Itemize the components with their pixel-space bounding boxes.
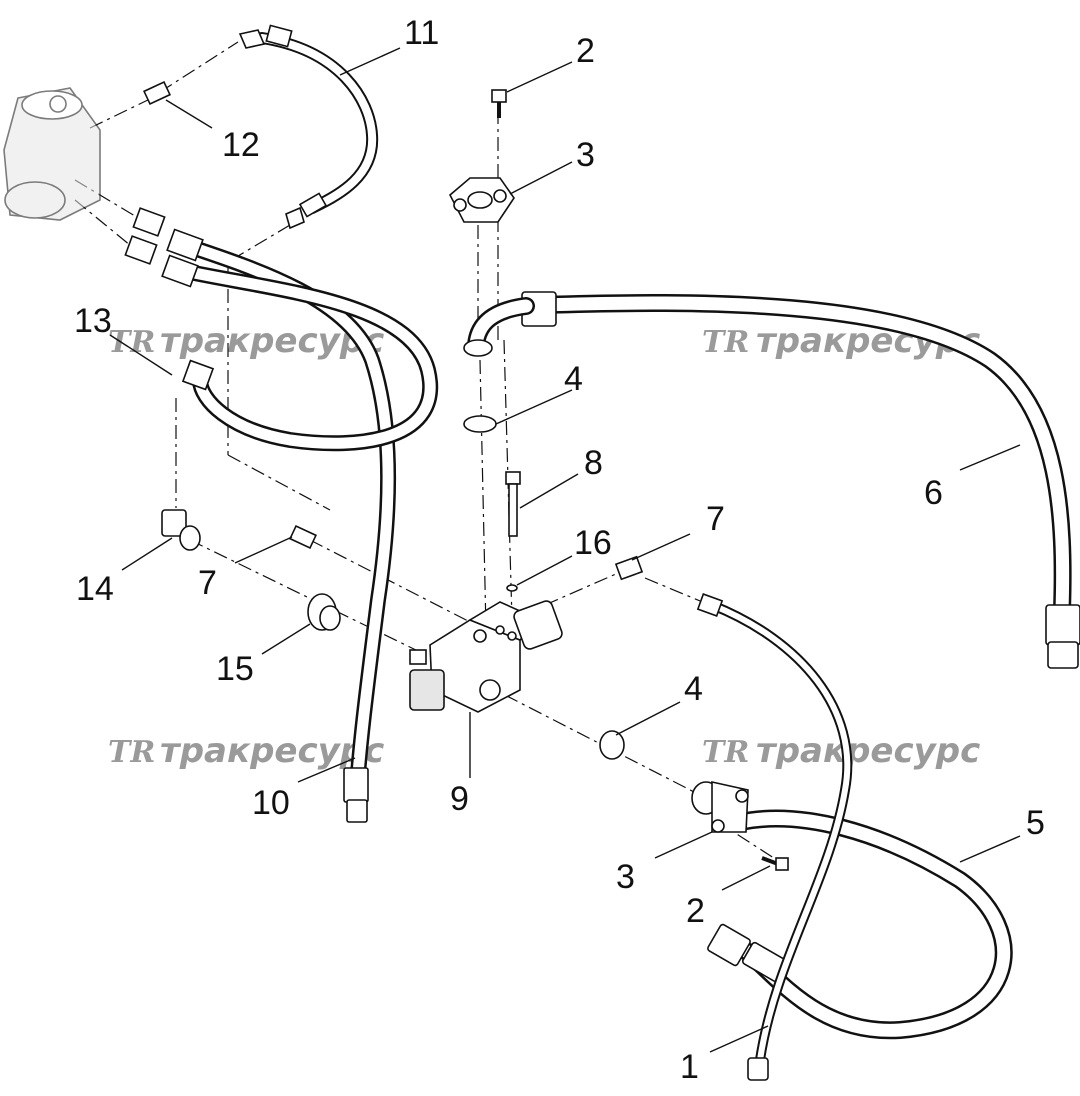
o-ring-4-top [463,415,497,433]
watermark-logo: TR [108,735,155,770]
bolt-2-bottom [761,856,789,871]
watermark-bottom-right: TR тракресурс [702,731,980,771]
callout-2-bottom: 2 [686,892,705,930]
callouts: 11 12 2 3 4 8 13 14 7 15 16 7 6 10 9 4 3… [74,14,1045,1086]
plug-13 [307,593,341,631]
callout-7-right: 7 [706,500,725,538]
hose-6 [463,291,1080,669]
hose-9 [238,24,379,230]
fitting-orbitrol-2 [124,235,158,265]
hose-5 [707,809,1013,1040]
bolt-2-top [491,89,507,118]
valve-block-15 [409,600,563,713]
fitting-10 [143,80,171,106]
callout-5: 5 [1026,804,1045,842]
callout-12: 14 [76,570,114,608]
hose-1 [696,593,853,1081]
callout-7-left: 7 [198,564,217,602]
watermark-logo: TR [108,325,155,360]
flange-3-top [448,177,515,223]
callout-11: 13 [74,302,112,340]
steering-unit [3,87,101,221]
fitting-7-right [614,555,644,581]
watermark-text: тракресурс [160,731,384,771]
callout-4-bottom: 4 [684,670,703,708]
callout-14: 10 [252,784,290,822]
watermark-logo: TR [702,325,749,360]
callout-16: 16 [574,524,612,562]
fitting-orbitrol-1 [132,207,166,237]
fitting-7-left [289,524,317,550]
callout-4-top: 4 [564,360,583,398]
callout-15: 9 [450,780,469,818]
callout-8: 8 [584,444,603,482]
leader-lines [109,47,1021,1053]
elbow-12 [161,509,201,551]
callout-9: 11 [404,14,439,52]
hose-11 [161,254,439,452]
watermark-bottom-left: TR тракресурс [108,731,384,771]
flange-3-bottom [691,781,749,833]
bolt-8 [505,471,521,537]
callout-3-top: 3 [576,136,595,174]
callout-6: 6 [924,474,943,512]
callout-2-top: 2 [576,32,595,70]
washer-16 [506,584,518,592]
callout-10: 12 [222,126,260,164]
watermark-text: тракресурс [756,731,980,771]
callout-1: 1 [680,1048,699,1086]
watermark-logo: TR [702,735,749,770]
callout-3-bottom: 3 [616,858,635,896]
o-ring-4-bottom [599,730,625,760]
callout-13: 15 [216,650,254,688]
